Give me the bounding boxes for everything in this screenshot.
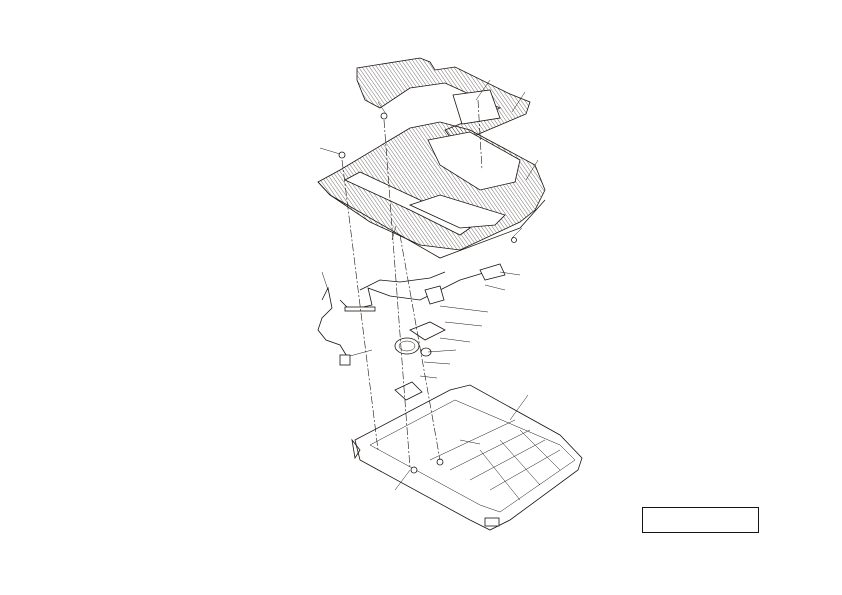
label-box: [642, 507, 759, 533]
assembly-lines: [341, 99, 483, 469]
upper-frame: [317, 121, 546, 259]
screws: [338, 112, 517, 474]
bottom-tray: [351, 384, 583, 531]
cable-assembly: [317, 267, 501, 366]
leader-lines: [319, 79, 539, 491]
